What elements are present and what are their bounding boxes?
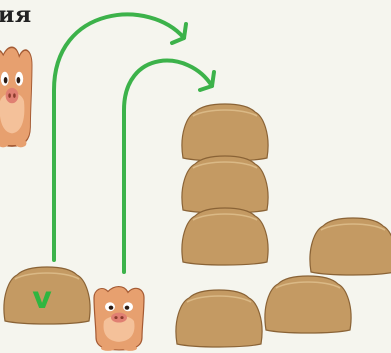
tile-right-low[interactable] — [264, 275, 352, 334]
title-text: ия — [0, 2, 32, 28]
tile-bottom-center[interactable] — [175, 289, 263, 348]
tile-stack-top[interactable] — [181, 103, 269, 162]
tile-stack-bottom[interactable] — [181, 207, 269, 266]
curved-arrow-icon-inner — [122, 58, 216, 274]
tile-right-raised[interactable] — [309, 217, 391, 276]
pig-character-small[interactable] — [93, 285, 145, 352]
tile-stack-middle[interactable] — [181, 155, 269, 214]
pig-character-large[interactable] — [0, 46, 33, 149]
letter-tile-label: v — [32, 281, 52, 316]
letter-tile[interactable] — [3, 266, 91, 325]
curved-arrow-icon-outer — [52, 12, 188, 262]
